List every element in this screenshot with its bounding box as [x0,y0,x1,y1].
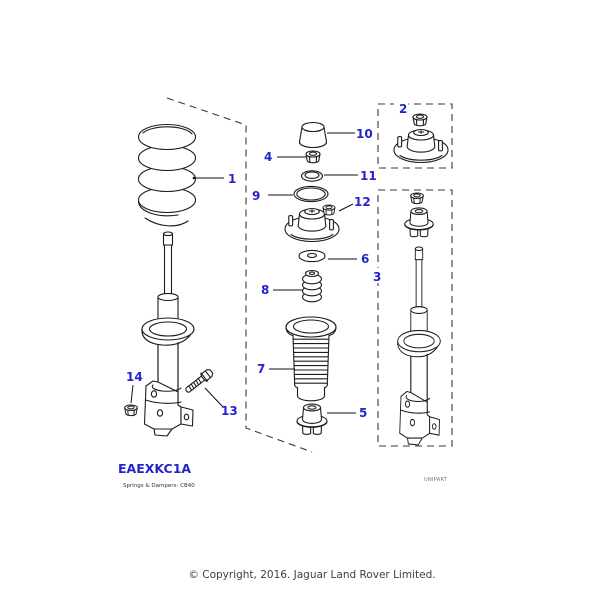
kit2-nut-drawing [412,113,428,127]
callout-12[interactable]: 12 [354,195,371,209]
callout-3[interactable]: 3 [373,270,381,284]
bracket-nut-drawing [124,404,138,417]
callout-2[interactable]: 2 [399,102,407,116]
cap-drawing [298,121,328,149]
coil-spring-drawing [137,123,197,227]
leader-line-14 [130,384,134,404]
bump-stop-drawing [301,269,323,303]
callout-6[interactable]: 6 [361,252,369,266]
callout-14[interactable]: 14 [126,370,143,384]
leader-line-12 [338,203,354,212]
washer-drawing [298,249,326,263]
callout-10[interactable]: 10 [356,127,373,141]
kit3-bushing-drawing [404,207,434,238]
callout-1[interactable]: 1 [228,172,236,186]
lower-bushing-drawing [296,403,328,435]
figure-category: Springs & Dampers- CB40 [123,483,195,489]
kit3-strut-drawing [397,246,441,446]
callout-8[interactable]: 8 [261,283,269,297]
callout-9[interactable]: 9 [252,189,260,203]
kit2-top-mount-drawing [393,128,449,164]
bolt-drawing [182,367,216,396]
figure-code: EAEXKC1A [118,461,191,476]
leader-line-13 [204,387,224,408]
callout-4[interactable]: 4 [264,150,272,164]
callout-11[interactable]: 11 [360,169,377,183]
callout-numbers: 1 2 3 4 5 6 7 8 9 10 11 12 13 14 [126,102,407,420]
retaining-nut-drawing [305,150,321,164]
kit-box-3 [370,189,453,447]
callout-13[interactable]: 13 [221,404,238,418]
vendor-label: UNIPART [424,477,448,483]
o-ring-drawing [293,185,329,203]
callout-7[interactable]: 7 [257,362,265,376]
dust-boot-drawing [285,316,337,402]
kit3-nut-drawing [410,192,424,205]
top-mount-nut-drawing [322,204,336,216]
section-boundary-dashed-line [166,97,313,453]
kit-box-2 [377,101,453,169]
front-strut-drawing [141,231,195,437]
cup-washer-drawing [300,170,324,182]
copyright-notice: © Copyright, 2016. Jaguar Land Rover Lim… [188,569,435,581]
leader-lines [130,132,358,414]
callout-5[interactable]: 5 [359,406,367,420]
